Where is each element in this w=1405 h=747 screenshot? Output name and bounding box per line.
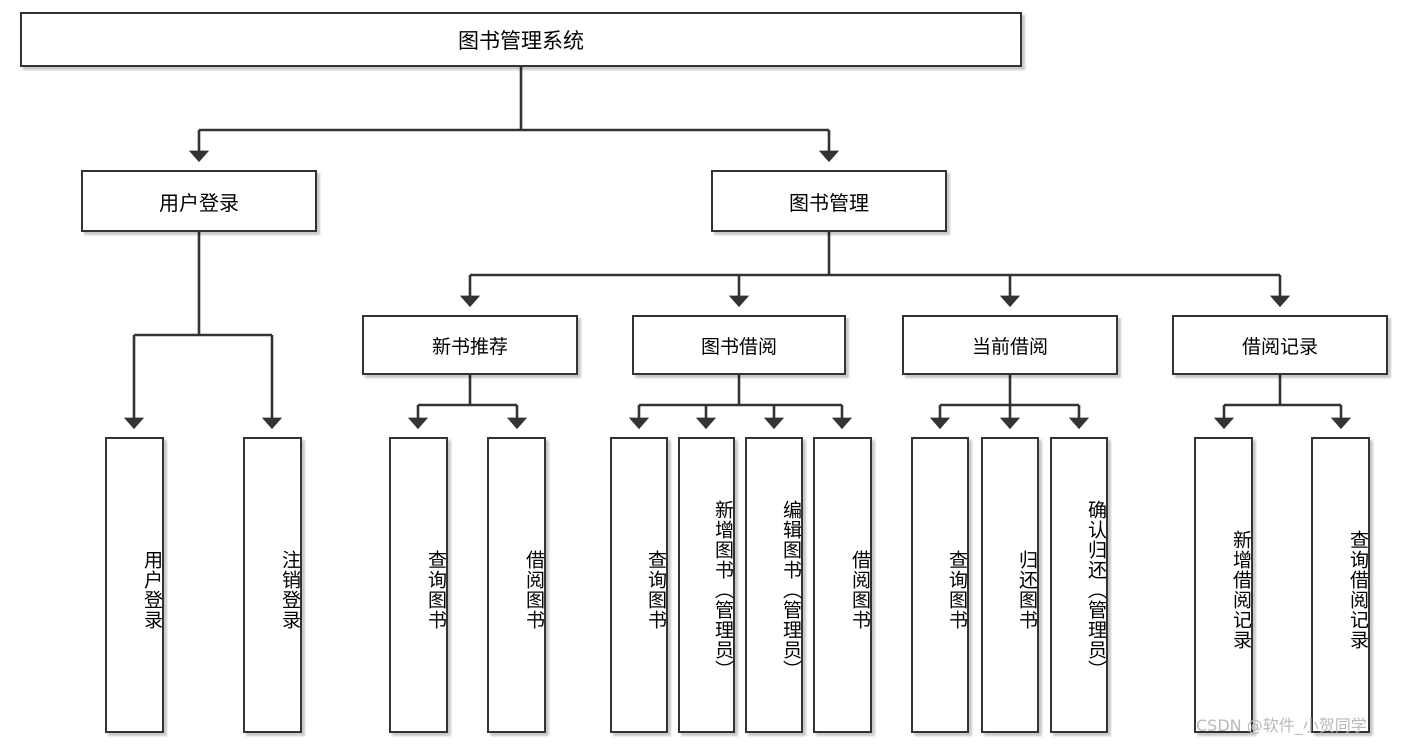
node-label: 借阅图书 [849, 550, 871, 630]
node-leaf-confirm-return[interactable]: 确认归还（管理员） [1050, 437, 1108, 733]
node-label: 注销登录 [279, 550, 301, 630]
node-label: 新增借阅记录 [1230, 530, 1252, 650]
node-leaf-query-record[interactable]: 查询借阅记录 [1311, 437, 1370, 733]
node-leaf-add-record[interactable]: 新增借阅记录 [1194, 437, 1253, 733]
node-borrow-record[interactable]: 借阅记录 [1172, 315, 1388, 375]
node-label: 编辑图书（管理员） [780, 500, 802, 680]
node-leaf-logout-login[interactable]: 注销登录 [243, 437, 302, 733]
node-leaf-edit-book[interactable]: 编辑图书（管理员） [745, 437, 803, 733]
node-label: 用户登录 [141, 550, 163, 630]
node-leaf-query-book-3[interactable]: 查询图书 [911, 437, 969, 733]
node-label: 新增图书（管理员） [712, 500, 734, 680]
node-book-borrow[interactable]: 图书借阅 [632, 315, 846, 375]
node-leaf-query-book-2[interactable]: 查询图书 [610, 437, 668, 733]
node-label: 图书借阅 [700, 335, 777, 358]
node-label: 借阅记录 [1241, 335, 1318, 358]
node-leaf-query-book-1[interactable]: 查询图书 [389, 437, 448, 733]
node-leaf-user-login[interactable]: 用户登录 [105, 437, 164, 733]
node-label: 当前借阅 [971, 335, 1048, 358]
node-leaf-borrow-book-2[interactable]: 借阅图书 [813, 437, 872, 733]
node-label: 查询借阅记录 [1347, 530, 1369, 650]
node-label: 图书管理 [789, 190, 869, 215]
node-new-book-recommend[interactable]: 新书推荐 [362, 315, 578, 375]
node-current-borrow[interactable]: 当前借阅 [902, 315, 1118, 375]
node-book-management[interactable]: 图书管理 [711, 170, 947, 232]
node-label: 归还图书 [1016, 550, 1038, 630]
node-label: 确认归还（管理员） [1085, 500, 1107, 680]
node-user-login[interactable]: 用户登录 [81, 170, 317, 232]
node-leaf-return-book[interactable]: 归还图书 [981, 437, 1039, 733]
node-label: 新书推荐 [431, 335, 508, 358]
node-leaf-add-book[interactable]: 新增图书（管理员） [678, 437, 735, 733]
node-book-management-system[interactable]: 图书管理系统 [20, 12, 1022, 67]
node-label: 查询图书 [425, 550, 447, 630]
node-label: 查询图书 [645, 550, 667, 630]
node-label: 借阅图书 [523, 550, 545, 630]
node-label: 用户登录 [159, 190, 239, 215]
node-leaf-borrow-book-1[interactable]: 借阅图书 [487, 437, 546, 733]
node-label: 图书管理系统 [458, 28, 584, 53]
node-label: 查询图书 [946, 550, 968, 630]
